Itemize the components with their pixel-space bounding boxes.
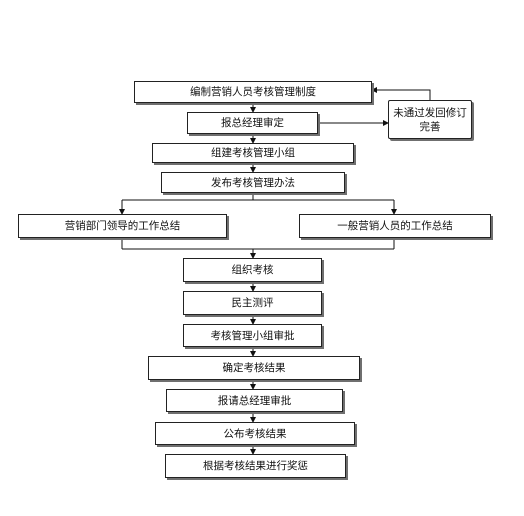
- publish-method-label: 发布考核管理办法: [211, 176, 295, 189]
- confirm-results-box: 确定考核结果: [148, 356, 360, 380]
- compile-rules-box: 编制营销人员考核管理制度: [134, 81, 372, 103]
- democratic-evaluation-label: 民主测评: [231, 297, 274, 309]
- form-group-box: 组建考核管理小组: [152, 143, 354, 163]
- revise-note-label: 未通过发回修订完善: [393, 106, 467, 133]
- reward-punish-label: 根据考核结果进行奖惩: [203, 460, 308, 472]
- publish-method-box: 发布考核管理办法: [161, 172, 345, 193]
- revise-note-box: 未通过发回修订完善: [388, 100, 472, 139]
- arrow-revise-to-compile: [371, 87, 431, 100]
- group-approval-box: 考核管理小组审批: [183, 324, 322, 347]
- organize-assessment-label: 组织考核: [231, 264, 274, 276]
- reward-punish-box: 根据考核结果进行奖惩: [165, 454, 346, 478]
- democratic-evaluation-box: 民主测评: [183, 291, 322, 315]
- dept-leader-summary-label: 营销部门领导的工作总结: [64, 220, 181, 232]
- confirm-results-label: 确定考核结果: [222, 362, 286, 374]
- announce-results-label: 公布考核结果: [223, 427, 287, 440]
- request-gm-approval-label: 报请总经理审批: [217, 394, 292, 407]
- staff-summary-box: 一般营销人员的工作总结: [299, 214, 491, 238]
- report-gm-review-label: 报总经理审定: [221, 117, 284, 129]
- announce-results-box: 公布考核结果: [155, 422, 355, 445]
- organize-assessment-box: 组织考核: [183, 258, 322, 282]
- form-group-label: 组建考核管理小组: [211, 147, 295, 159]
- report-gm-review-box: 报总经理审定: [187, 112, 318, 134]
- request-gm-approval-box: 报请总经理审批: [166, 389, 343, 412]
- compile-rules-label: 编制营销人员考核管理制度: [190, 86, 316, 98]
- staff-summary-label: 一般营销人员的工作总结: [337, 220, 453, 232]
- dept-leader-summary-box: 营销部门领导的工作总结: [18, 214, 227, 238]
- group-approval-label: 考核管理小组审批: [210, 329, 295, 342]
